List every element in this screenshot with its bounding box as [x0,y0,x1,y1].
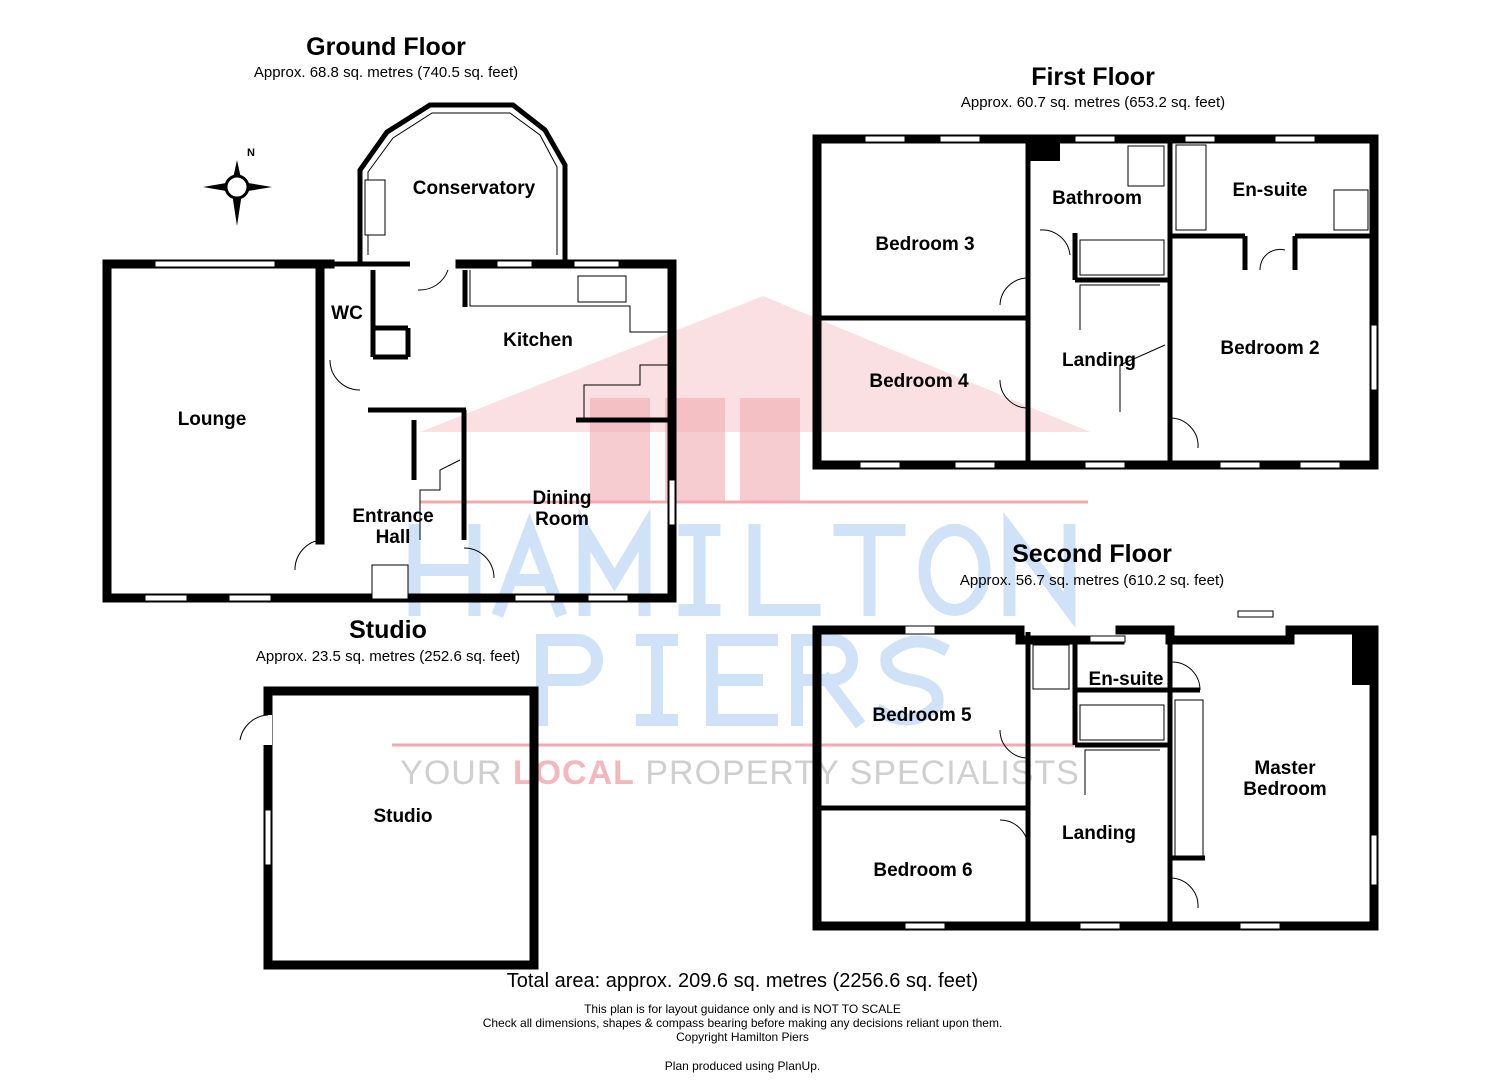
first-floor-title: First Floor [1031,63,1155,91]
watermark-letter-shape [578,508,651,616]
studio-area: Approx. 23.5 sq. metres (252.6 sq. feet) [256,648,520,665]
second-floor-title: Second Floor [1012,540,1172,568]
room-label-bedroom-4: Bedroom 4 [869,371,969,392]
watermark-letter-shape [748,524,821,616]
room-label-entrance-hall-2: Hall [376,527,411,548]
room-label-bedroom-6: Bedroom 6 [873,860,972,881]
watermark-letter-shape [833,524,906,616]
room-label-master-bedroom-2: Bedroom [1243,779,1326,800]
compass-icon: N [203,147,272,226]
first-floor-plan: Bedroom 3 Bathroom En-suite Bedroom 4 La… [812,134,1379,470]
watermark-letter-shape [491,512,568,618]
room-label-ensuite-second: En-suite [1089,669,1164,690]
room-label-master-bedroom-1: Master [1254,758,1316,779]
watermark-logo-line1 [408,508,1076,628]
room-label-landing-first: Landing [1062,350,1136,371]
compass-north-label: N [247,147,255,159]
plan-credit: Plan produced using PlanUp. [664,1059,821,1073]
watermark-letter-shape [873,635,951,726]
room-label-entrance-hall-1: Entrance [352,506,433,527]
watermark-logo-line2 [536,634,951,729]
room-label-dining-room-1: Dining [532,488,591,509]
watermark-house-pillar [590,398,650,503]
copyright: Copyright Hamilton Piers [676,1030,809,1044]
room-label-kitchen: Kitchen [503,330,573,351]
watermark-letter-shape [678,524,721,616]
watermark-tagline: YOUR LOCAL PROPERTY SPECIALISTS [400,754,1080,792]
studio-plan: Studio [239,686,539,970]
watermark-letter-shape [636,634,678,726]
room-label-studio: Studio [373,806,432,827]
disclaimer-line-1: This plan is for layout guidance only an… [584,1002,901,1016]
room-label-bedroom-3: Bedroom 3 [875,234,974,255]
watermark-letter-shape [918,523,991,617]
watermark-letter-shape [791,634,866,729]
watermark-letter-shape [536,634,603,726]
room-label-ensuite-first: En-suite [1233,180,1308,201]
watermark-house-pillar [740,398,800,503]
watermark: YOUR LOCAL PROPERTY SPECIALISTS [392,296,1090,792]
watermark-house-roof [420,296,1090,432]
room-label-bathroom: Bathroom [1052,188,1142,209]
ground-floor-area: Approx. 68.8 sq. metres (740.5 sq. feet) [254,64,518,81]
disclaimer-line-2: Check all dimensions, shapes & compass b… [482,1016,1003,1030]
room-label-conservatory: Conservatory [413,178,536,199]
watermark-letter-shape [1003,512,1076,628]
total-area: Total area: approx. 209.6 sq. metres (22… [506,970,979,992]
second-floor-plan: Bedroom 5 En-suite Landing Master Bedroo… [812,610,1379,931]
ground-floor-title: Ground Floor [306,33,466,61]
second-floor-area: Approx. 56.7 sq. metres (610.2 sq. feet) [960,572,1224,589]
room-label-dining-room-2: Room [535,509,589,530]
ground-floor-plan: Conservatory Lounge WC Kitchen Entrance … [102,102,677,603]
room-label-lounge: Lounge [178,409,247,430]
room-label-landing-second: Landing [1062,823,1136,844]
studio-title: Studio [349,616,427,644]
room-label-bedroom-5: Bedroom 5 [872,705,972,726]
room-label-bedroom-2: Bedroom 2 [1220,338,1319,359]
first-floor-area: Approx. 60.7 sq. metres (653.2 sq. feet) [961,94,1225,111]
watermark-letter-shape [706,634,778,726]
room-label-wc: WC [331,303,363,324]
